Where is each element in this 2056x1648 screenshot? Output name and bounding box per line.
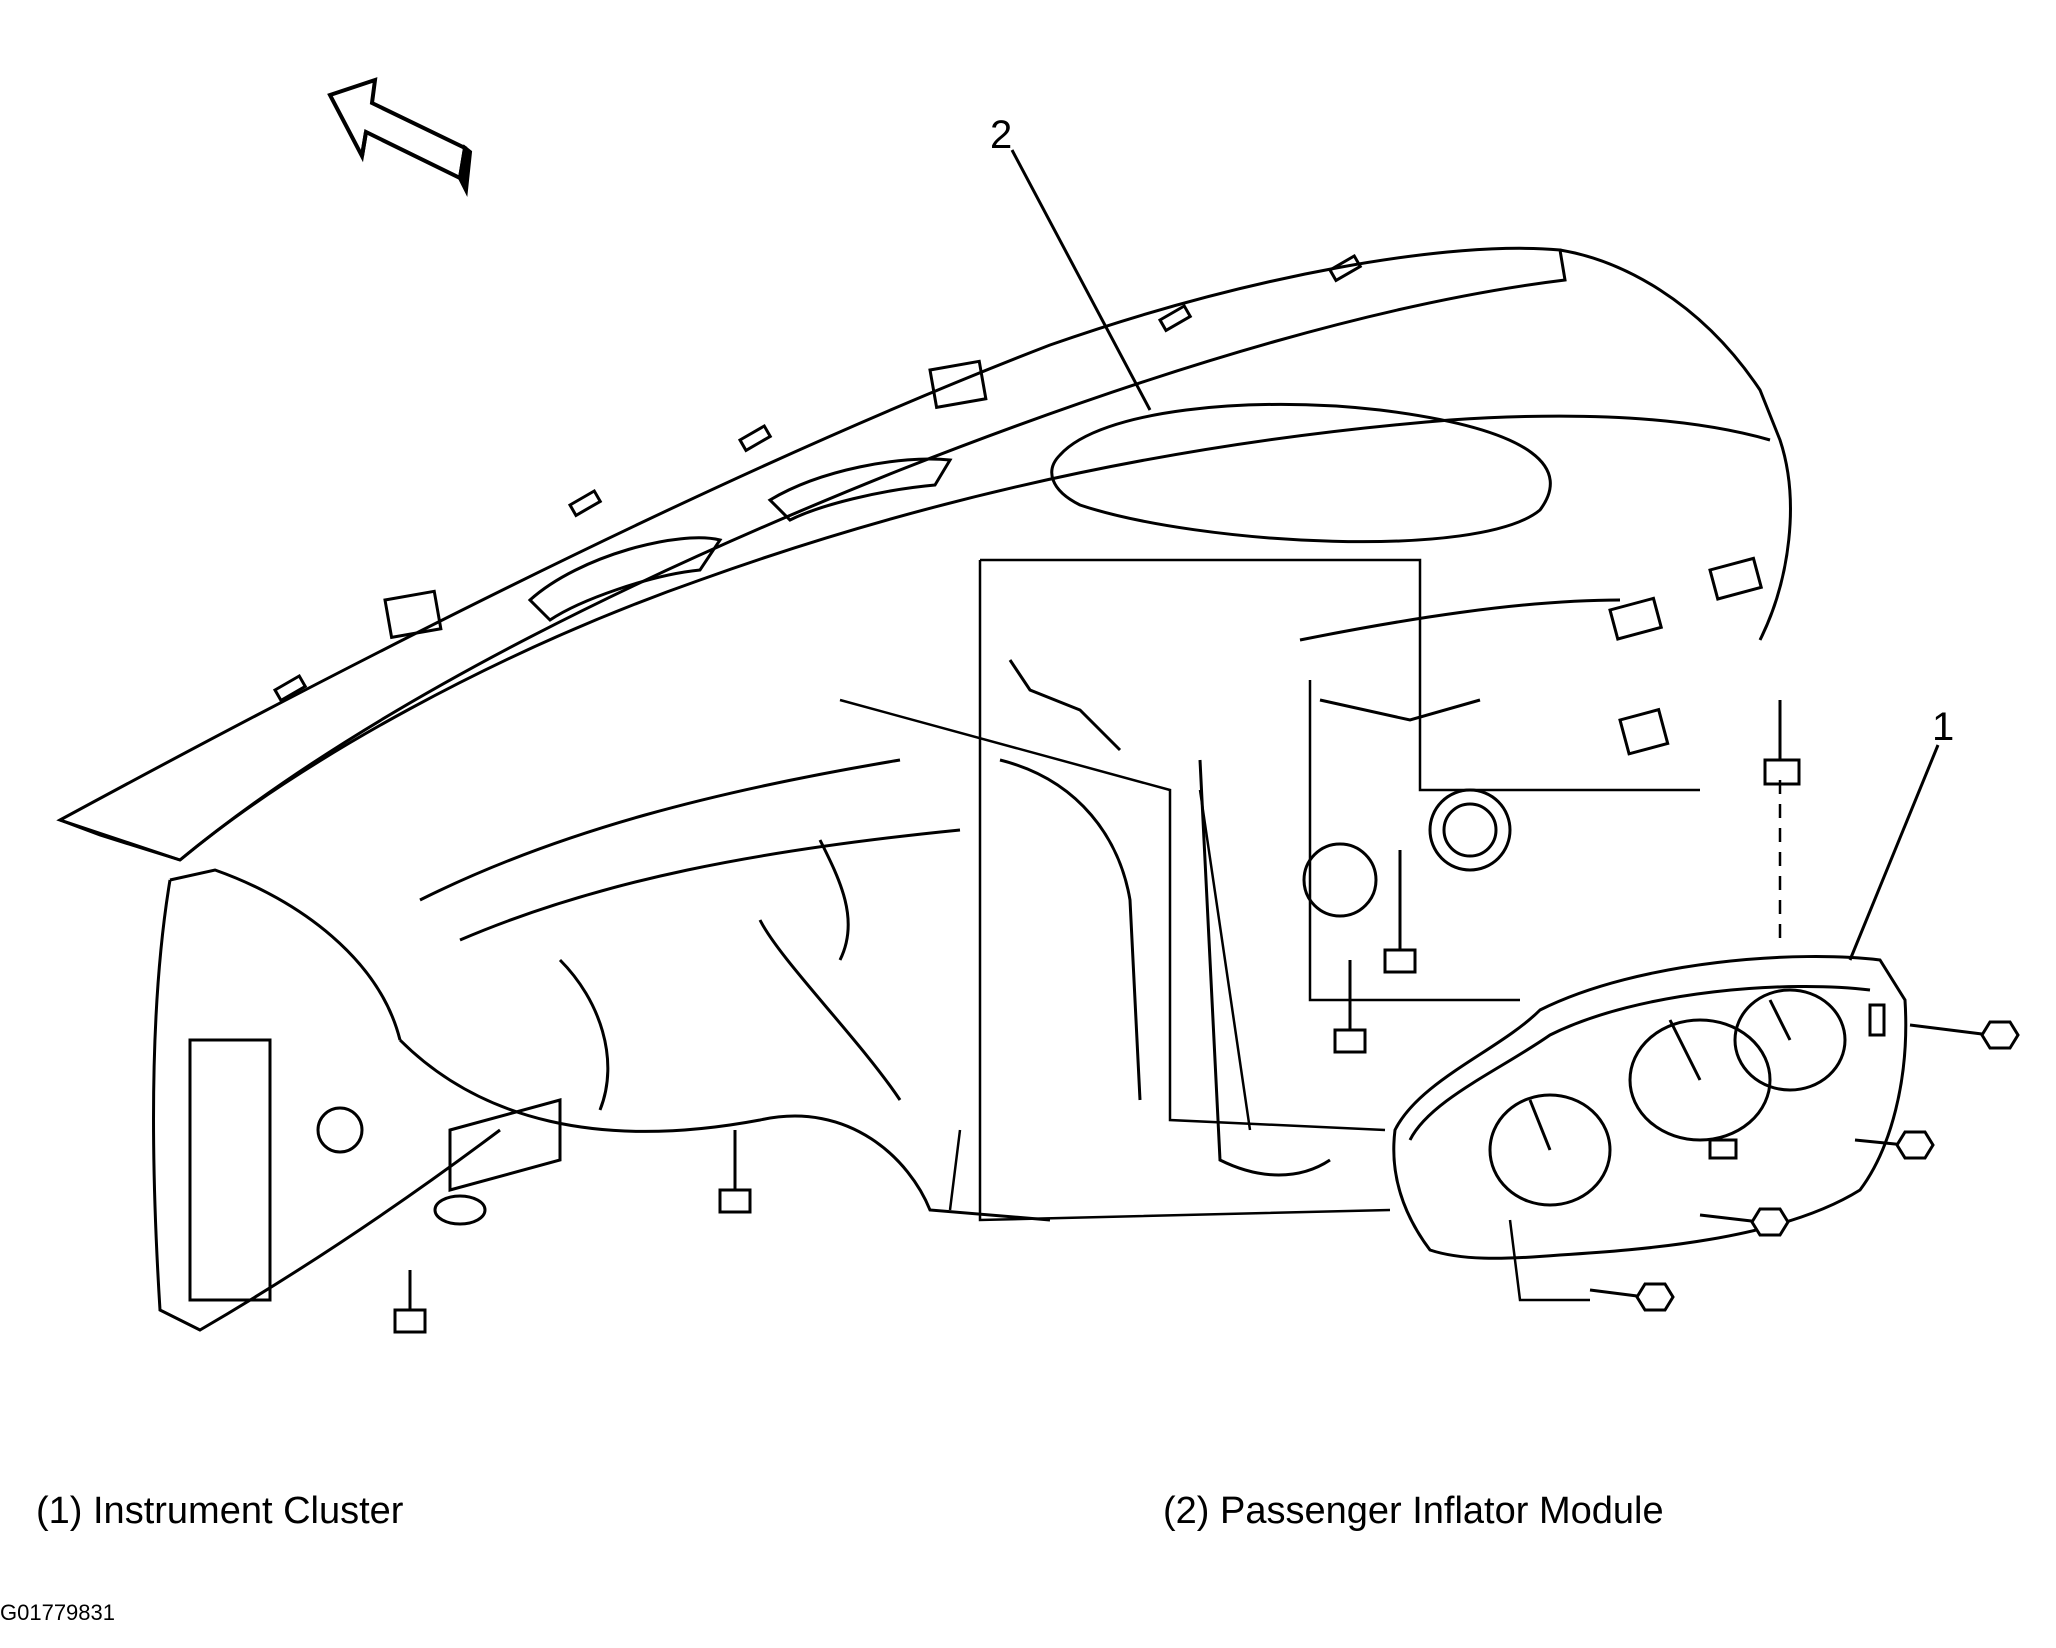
callout-leader-2 <box>1010 149 1152 411</box>
figure-id: G01779831 <box>0 1600 115 1625</box>
legend-item-passenger-inflator-module: (2) Passenger Inflator Module <box>1163 1490 1664 1532</box>
mounting-screws <box>1589 1020 2020 1312</box>
callout-number-1: 1 <box>1932 705 1954 749</box>
instrument-cluster <box>1392 955 1908 1260</box>
screw-icon <box>1699 1207 1790 1237</box>
attachment-leader-lines <box>839 558 1782 1302</box>
legend-item-instrument-cluster: (1) Instrument Cluster <box>36 1490 404 1532</box>
screw-icon <box>1589 1282 1675 1312</box>
callout-leaders <box>1010 149 1940 961</box>
direction-arrow-icon <box>327 77 473 198</box>
callout-leader-1 <box>1848 744 1940 961</box>
callout-number-2: 2 <box>990 113 1012 157</box>
screw-icon <box>1909 1020 2020 1050</box>
screw-icon <box>1854 1130 1935 1160</box>
instrument-panel <box>56 246 1801 1334</box>
